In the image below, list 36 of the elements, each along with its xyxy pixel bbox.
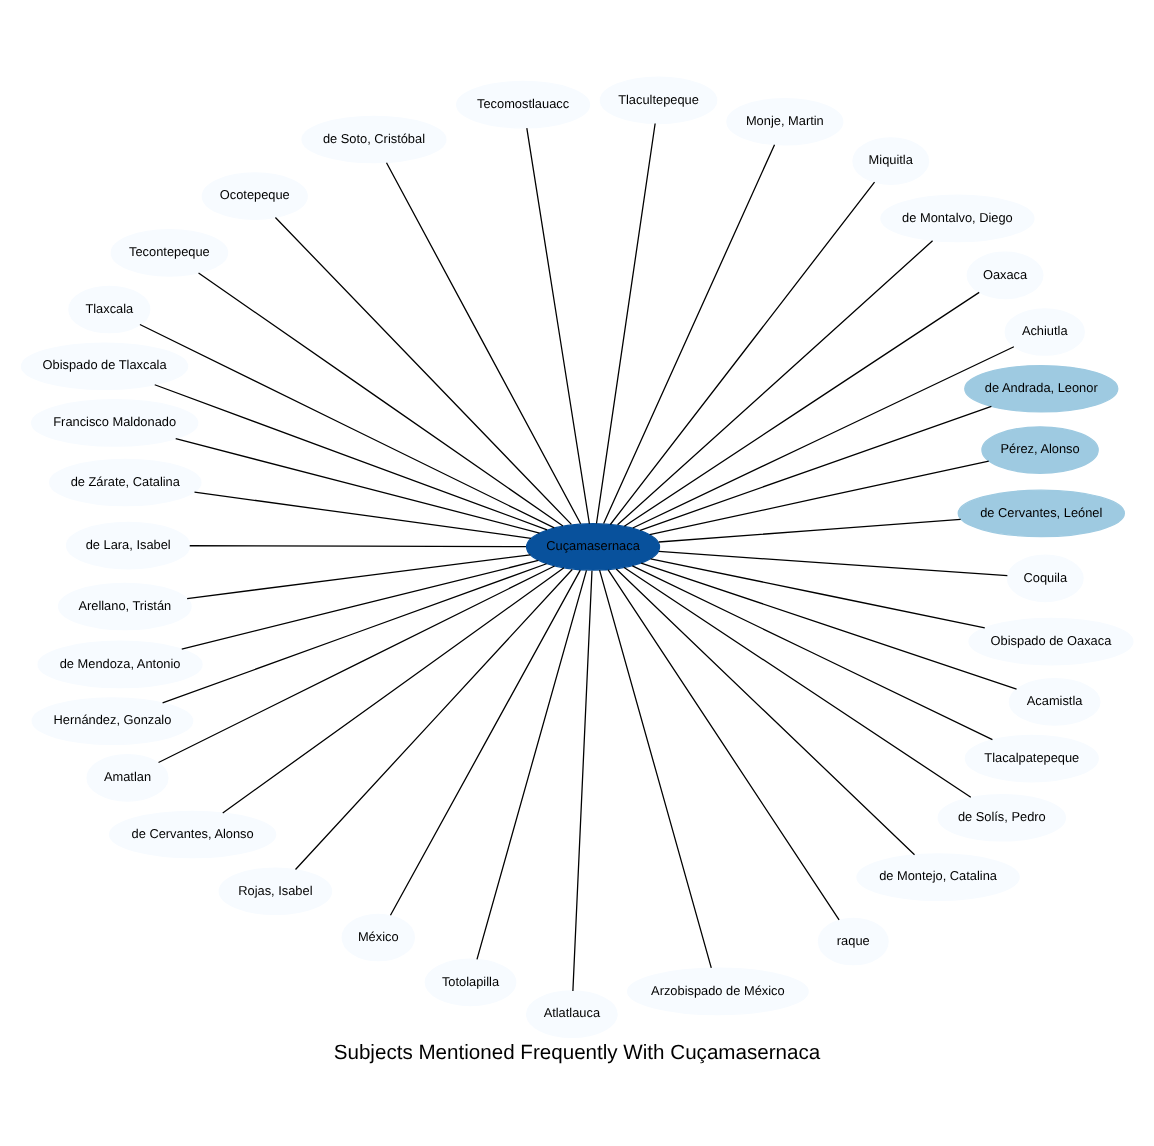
- connector: [623, 290, 980, 526]
- connector: [615, 567, 916, 855]
- connector: [294, 567, 573, 870]
- connector: [658, 549, 1008, 576]
- connector: [154, 383, 548, 530]
- connector: [476, 568, 588, 959]
- connector: [389, 568, 581, 915]
- connector: [222, 566, 565, 813]
- connector: [197, 271, 564, 526]
- connector: [640, 561, 1018, 689]
- connector: [181, 558, 539, 649]
- connector: [632, 345, 1015, 528]
- connector: [658, 517, 962, 542]
- connector: [598, 568, 712, 968]
- connector: [189, 544, 527, 547]
- connector: [623, 565, 972, 797]
- connector: [616, 239, 934, 525]
- diagram-title: Subjects Mentioned Frequently With Cuçamasernaca: [333, 1042, 821, 1064]
- connector: [274, 215, 573, 525]
- connector: [161, 562, 548, 703]
- connector: [385, 161, 582, 524]
- connector: [186, 553, 532, 599]
- connector: [603, 143, 776, 524]
- connector: [607, 568, 840, 920]
- connector: [572, 569, 593, 991]
- connector: [639, 404, 992, 530]
- connector: [175, 437, 541, 533]
- connector: [526, 126, 591, 524]
- connector: [649, 459, 990, 535]
- connector: [649, 557, 986, 628]
- connector: [157, 564, 556, 763]
- connector: [609, 180, 876, 525]
- connector: [139, 322, 555, 528]
- connector: [595, 121, 656, 524]
- connector: [193, 490, 532, 538]
- connector: [631, 564, 994, 740]
